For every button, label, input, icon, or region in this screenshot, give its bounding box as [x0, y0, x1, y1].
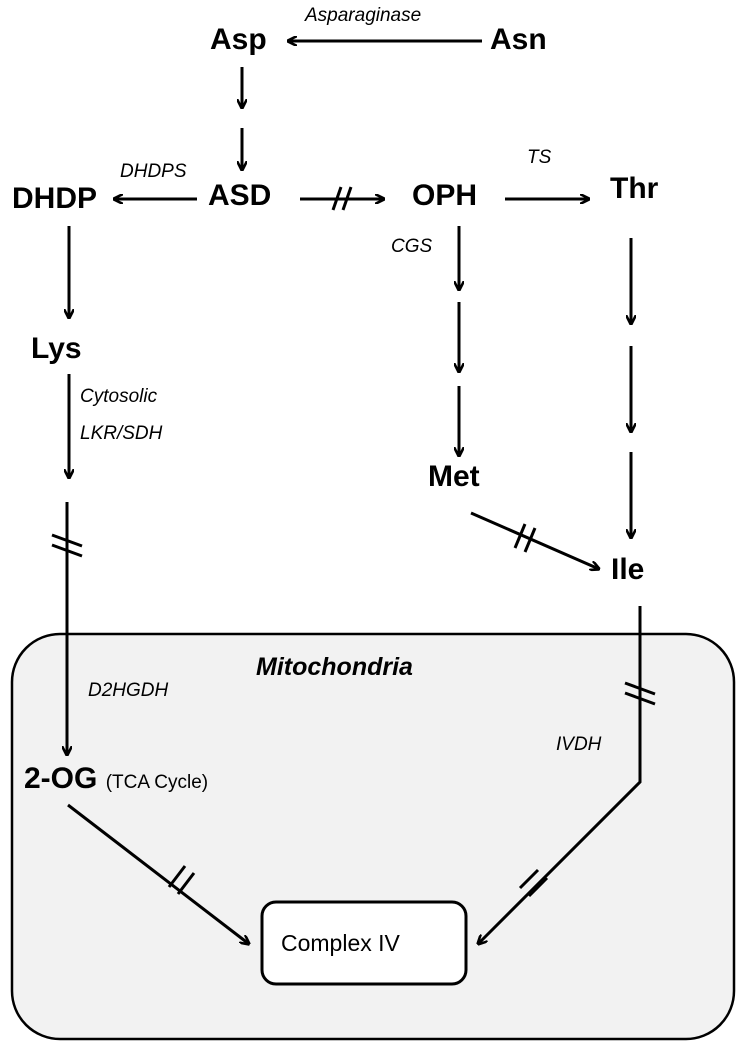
block-ile-2 — [624, 691, 656, 706]
mitochondria-box — [10, 632, 736, 1041]
block-ivdh-complex-1 — [518, 868, 540, 890]
enzyme-dhdps: DHDPS — [120, 161, 187, 182]
tca-cycle-label: (TCA Cycle) — [105, 772, 209, 793]
node-met: Met — [428, 460, 480, 493]
enzyme-lkr-line1: Cytosolic — [80, 386, 158, 407]
enzyme-cgs: CGS — [391, 236, 433, 257]
block-2og-2 — [51, 543, 83, 558]
node-asp: Asp — [210, 23, 267, 56]
node-asd: ASD — [208, 179, 272, 212]
arrow-met-ile — [470, 511, 599, 569]
enzyme-ivdh: IVDH — [556, 734, 602, 755]
arrow-ile-complex — [478, 606, 642, 944]
complex-iv-box — [260, 900, 468, 986]
block-asd-oph-2 — [341, 186, 353, 211]
block-met-ile-1 — [513, 523, 527, 549]
block-ivdh-complex-2 — [527, 876, 549, 898]
node-ile: Ile — [611, 553, 645, 586]
block-2og-complex-1 — [167, 865, 187, 888]
node-oph: OPH — [412, 179, 478, 212]
block-asd-oph-1 — [331, 186, 343, 211]
block-2og-complex-2 — [176, 872, 196, 895]
enzyme-d2hgdh: D2HGDH — [88, 680, 169, 701]
node-asn: Asn — [490, 23, 547, 56]
node-lys: Lys — [31, 332, 82, 365]
block-met-ile-2 — [523, 527, 537, 553]
node-thr: Thr — [610, 172, 659, 205]
arrow-2og-complex — [67, 803, 249, 944]
node-2og: 2-OG (TCA Cycle) — [24, 764, 208, 794]
node-dhdp: DHDP — [12, 182, 98, 215]
enzyme-asparaginase: Asparaginase — [305, 5, 422, 26]
enzyme-lkr-line2: LKR/SDH — [80, 423, 163, 444]
block-ile-1 — [624, 681, 656, 696]
enzyme-ts: TS — [527, 147, 552, 168]
complex-iv-label: Complex IV — [281, 930, 400, 956]
mitochondria-title: Mitochondria — [256, 653, 413, 681]
block-2og-1 — [51, 533, 83, 548]
node-2og-label: 2-OG — [24, 762, 98, 795]
